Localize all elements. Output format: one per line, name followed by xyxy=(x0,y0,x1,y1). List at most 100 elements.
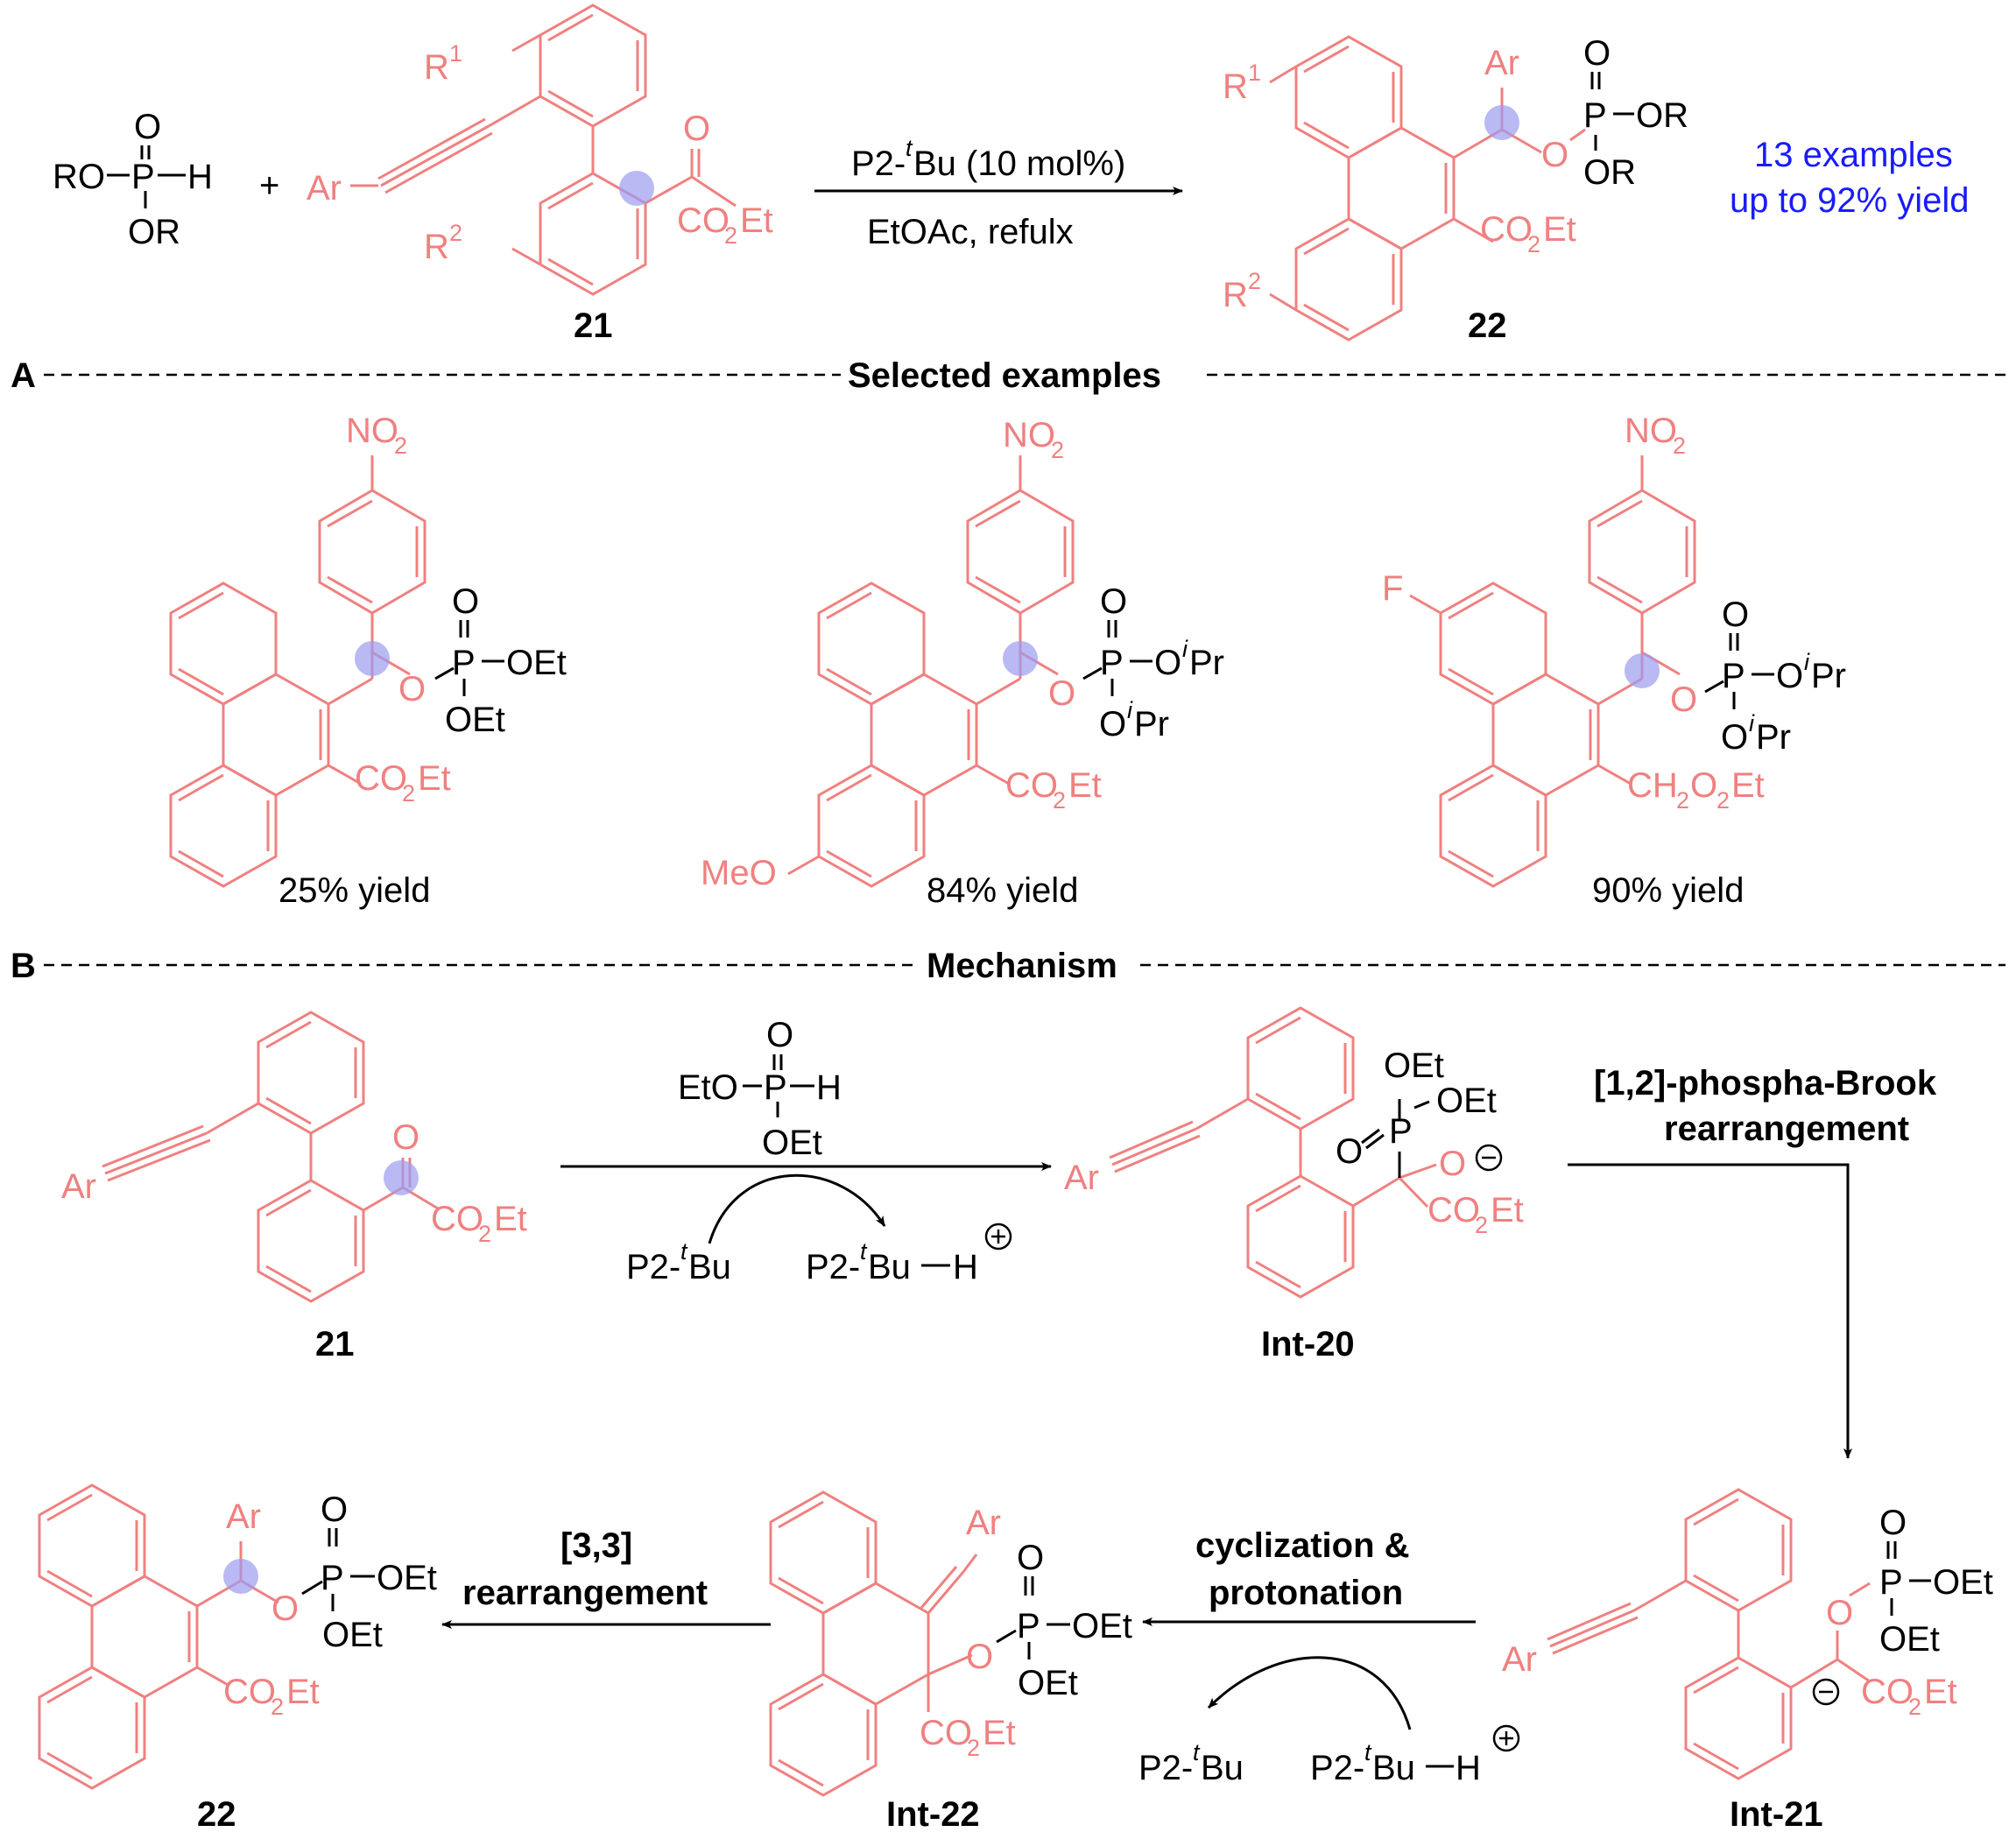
mech-step3-bases: P2- t Bu P2- t Bu H xyxy=(1138,1724,1520,1787)
mech-phosphite-eto: EtO xyxy=(678,1068,738,1107)
scope-summary: 13 examples up to 92% yield xyxy=(1730,136,1970,220)
int20-o-eq: O xyxy=(1336,1132,1363,1171)
ex2-yield: 84% yield xyxy=(927,871,1078,910)
int22-o: O xyxy=(966,1638,993,1676)
step3-label-2: protonation xyxy=(1209,1574,1403,1612)
step3-label-1: cyclization & xyxy=(1195,1526,1410,1565)
int22-ar: Ar xyxy=(966,1504,1001,1542)
ex2-o: O xyxy=(1048,674,1075,713)
mech3-base: P2- xyxy=(1138,1749,1193,1787)
substrate-r1: R xyxy=(424,48,449,87)
summary-examples: 13 examples xyxy=(1754,136,1953,174)
ex1-no2: NO xyxy=(346,412,398,450)
ex2-oipr-a-sup: i xyxy=(1182,636,1188,662)
mech3-base-end: Bu xyxy=(1201,1749,1244,1787)
ex2-p-o: O xyxy=(1100,582,1127,621)
mech3-base-sup: t xyxy=(1193,1739,1201,1765)
int-20 xyxy=(1109,1006,1437,1299)
int22-co: CO xyxy=(920,1714,972,1752)
int-22 xyxy=(769,1490,978,1797)
mech-step4-label: [3,3] rearrangement xyxy=(462,1526,708,1612)
product-co: CO xyxy=(1480,210,1533,249)
ex3-oipr-a-o: O xyxy=(1776,657,1803,695)
int20-co: CO xyxy=(1427,1191,1480,1230)
prod22-oet1: OEt xyxy=(377,1559,437,1597)
product-22-labels: Ar O R 1 R 2 CO 2 Et xyxy=(1223,44,1576,314)
substrate-21-labels: Ar R 1 R 2 O CO 2 Et xyxy=(307,40,773,266)
mech-sm-co: CO xyxy=(431,1200,483,1238)
prod22-oet2: OEt xyxy=(322,1616,383,1654)
prod22-co: CO xyxy=(223,1673,276,1711)
substrate-ar: Ar xyxy=(307,169,342,208)
mech-phosphite-o: O xyxy=(766,1016,793,1054)
substrate-label-21: 21 xyxy=(574,306,613,345)
mech-base: P2- xyxy=(626,1248,680,1286)
int-22-phosphate: O P OEt OEt xyxy=(996,1539,1132,1702)
mech-base-end: Bu xyxy=(688,1248,731,1286)
int21-co-end: Et xyxy=(1924,1673,1957,1711)
ex3-ch-sub2: 2 xyxy=(1716,787,1730,814)
prod22-p-o: O xyxy=(321,1490,348,1529)
mech3-baseh-end: Bu xyxy=(1372,1749,1415,1787)
ex3-ch-sub: 2 xyxy=(1676,787,1689,814)
ex3-o: O xyxy=(1670,680,1697,719)
ex1-oet-a: OEt xyxy=(506,644,567,682)
mech-baseh: P2- xyxy=(806,1248,860,1286)
section-a-letter: A xyxy=(11,356,36,395)
product-ar: Ar xyxy=(1484,44,1519,82)
int-22-labels: Ar O CO 2 Et xyxy=(920,1504,1016,1761)
mech3-baseh-sup: t xyxy=(1364,1739,1372,1765)
int20-o-minus: O xyxy=(1439,1145,1466,1183)
mech-sm-o: O xyxy=(392,1118,419,1157)
substrate-r2-sup: 2 xyxy=(449,220,462,246)
product-r2: R xyxy=(1223,276,1248,314)
ex1-p: P xyxy=(452,644,476,682)
int-21-label: Int-21 xyxy=(1730,1795,1823,1834)
product-or2: OR xyxy=(1583,153,1636,192)
ex3-p-o: O xyxy=(1722,595,1749,634)
product-r2-sup: 2 xyxy=(1248,268,1261,294)
ex3-ch: CH xyxy=(1627,766,1678,805)
section-a: A Selected examples xyxy=(11,356,2005,910)
mech-product-22 xyxy=(38,1483,279,1790)
conditions-solvent: EtOAc, refulx xyxy=(867,213,1074,251)
ex2-p: P xyxy=(1100,644,1124,682)
mech-phosphite-p: P xyxy=(764,1068,787,1107)
int21-oet1: OEt xyxy=(1933,1563,1993,1602)
ex2-oipr-b-o: O xyxy=(1099,705,1126,743)
ex2-no2: NO xyxy=(1003,416,1055,454)
product-label-22: 22 xyxy=(1468,306,1507,345)
ex3-no2: NO xyxy=(1625,412,1677,450)
product-p: P xyxy=(1583,96,1607,135)
step4-label-2: rearrangement xyxy=(462,1574,708,1612)
mech-sm-co-end: Et xyxy=(494,1200,527,1238)
int-21-labels: Ar O CO 2 Et xyxy=(1502,1594,1957,1720)
ex2-no2-sub: 2 xyxy=(1051,437,1064,463)
example-1: O P OEt OEt NO 2 O CO 2 Et 25% yield xyxy=(169,412,567,910)
ex2-oipr-b-end: Pr xyxy=(1134,705,1169,743)
plus-sign: + xyxy=(259,166,279,205)
mech-step3-curved-arrow xyxy=(1207,1656,1412,1730)
substrate-r1-sup: 1 xyxy=(449,40,462,67)
int-21 xyxy=(1547,1488,1871,1780)
ex2-co-sub: 2 xyxy=(1053,787,1066,814)
ex2-co: CO xyxy=(1005,766,1058,805)
ex3-p: P xyxy=(1722,657,1745,695)
ex3-oipr-b-end: Pr xyxy=(1756,718,1791,757)
step4-label-1: [3,3] xyxy=(560,1526,632,1565)
phosphite-p: P xyxy=(131,158,155,196)
int21-o: O xyxy=(1826,1594,1853,1632)
mech-sm-21 xyxy=(102,1011,439,1303)
int20-oet2: OEt xyxy=(1436,1082,1497,1120)
substrate-co: CO xyxy=(677,201,730,240)
section-b: B Mechanism Ar O CO xyxy=(11,947,2005,1834)
product-or1: OR xyxy=(1636,96,1688,135)
mech-phosphite: EtO P O H OEt xyxy=(678,1016,842,1162)
int21-co: CO xyxy=(1861,1673,1914,1711)
int21-co-sub: 2 xyxy=(1908,1694,1921,1720)
ex2-co-end: Et xyxy=(1068,766,1102,805)
int-20-phosphate: P OEt OEt O xyxy=(1336,1046,1503,1178)
mech-sm-co-sub: 2 xyxy=(478,1221,491,1247)
step2-label-2: rearrangement xyxy=(1664,1110,1909,1148)
prod22-co-end: Et xyxy=(286,1673,320,1711)
